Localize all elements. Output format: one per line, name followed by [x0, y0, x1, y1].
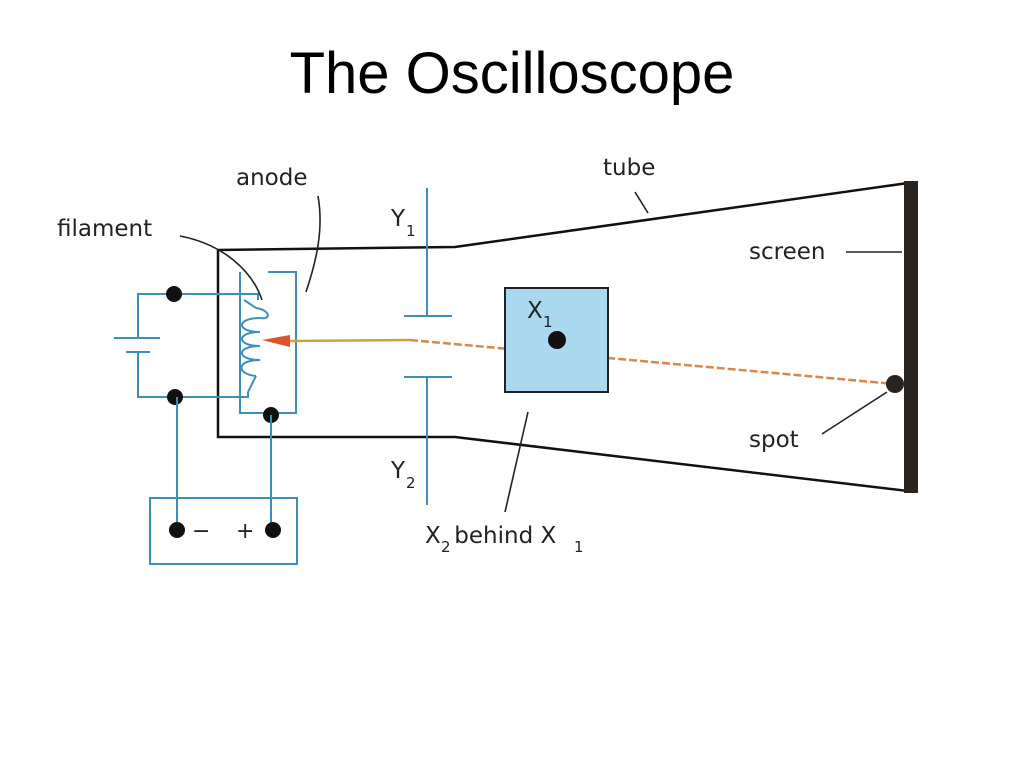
filament-supply-circuit	[114, 293, 259, 398]
gun-box-left	[239, 272, 268, 414]
svg-text:Y: Y	[390, 206, 406, 232]
anode-label: anode	[236, 165, 308, 191]
hv-supply	[149, 397, 298, 565]
svg-text:X: X	[527, 298, 543, 324]
tube-leader	[634, 191, 649, 214]
svg-text:1: 1	[406, 222, 416, 240]
filament-terminal-top	[166, 286, 182, 302]
svg-text:Y: Y	[390, 458, 406, 484]
svg-text:1: 1	[574, 538, 584, 556]
svg-text:behind X: behind X	[447, 523, 557, 549]
anode-leader	[305, 195, 321, 293]
y-deflection-plates	[404, 188, 452, 505]
filament-coil	[240, 299, 269, 393]
slide-title: The Oscilloscope	[289, 41, 735, 106]
minus-sign: −	[192, 519, 210, 544]
x2-label: X 2 behind X 1	[425, 523, 584, 556]
y2-label: Y 2	[390, 458, 416, 492]
tube-label: tube	[603, 155, 655, 181]
filament-terminal-bottom	[167, 389, 183, 405]
electron-gun-box	[239, 271, 297, 414]
plus-sign: +	[236, 519, 254, 544]
x1-terminal	[548, 331, 566, 349]
leader-lines	[179, 191, 902, 513]
screen-plate	[904, 181, 918, 493]
tube-upper-wall	[217, 181, 909, 252]
filament-label: filament	[57, 216, 152, 242]
tube-outline	[216, 181, 909, 493]
hv-negative-terminal	[169, 522, 185, 538]
tube-lower-wall	[216, 250, 909, 493]
hv-positive-terminal	[265, 522, 281, 538]
electron-beam	[289, 338, 896, 386]
svg-text:2: 2	[406, 474, 416, 492]
hv-supply-box	[149, 497, 298, 565]
y1-label: Y 1	[390, 206, 416, 240]
spot-leader	[821, 391, 888, 435]
svg-text:1: 1	[543, 313, 553, 331]
filament-leader	[179, 235, 263, 301]
svg-text:2: 2	[441, 538, 451, 556]
gun-box-right	[268, 271, 297, 414]
cathode-emitter	[262, 335, 290, 347]
svg-text:X: X	[425, 523, 441, 549]
x1-label: X 1	[527, 298, 553, 331]
spot-label: spot	[749, 427, 799, 453]
beam-spot	[886, 375, 904, 393]
x2-leader	[504, 411, 529, 513]
screen-label: screen	[749, 239, 825, 265]
